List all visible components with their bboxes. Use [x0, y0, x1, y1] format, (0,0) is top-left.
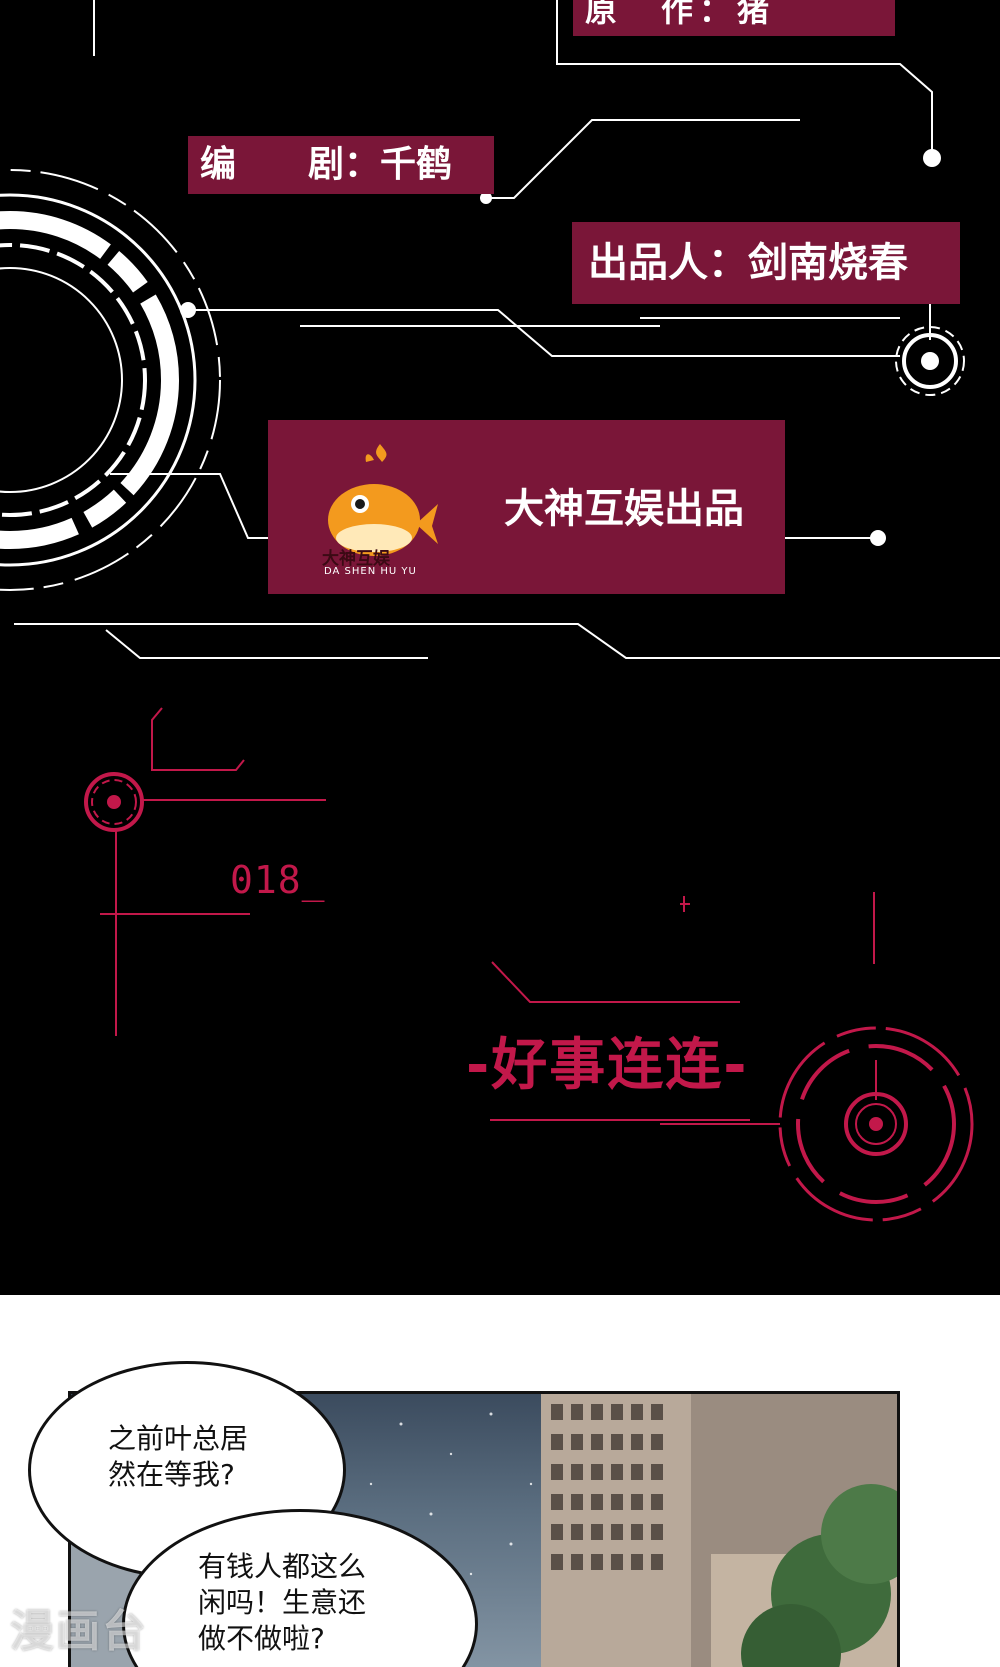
- logo-text-cn: 大神互娱: [322, 549, 390, 569]
- credit-writer: 编 剧：千鹤: [188, 136, 494, 194]
- whale-logo-icon: [328, 444, 438, 556]
- speech-bubble-2-text: 有钱人都这么 闲吗！生意还 做不做啦?: [198, 1550, 367, 1655]
- speech-bubble-1-text: 之前叶总居 然在等我?: [108, 1422, 249, 1491]
- comic-panel-section: 之前叶总居 然在等我? 有钱人都这么 闲吗！生意还 做不做啦? 漫画台: [0, 1295, 1000, 1667]
- credit-original-author: 原 作：猪: [573, 0, 895, 36]
- night-city-illustration: [71, 1394, 897, 1667]
- credit-original-label: 原 作：猪: [585, 0, 776, 29]
- watermark: 漫画台: [10, 1606, 148, 1657]
- tech-hud-decoration: [0, 0, 1000, 1222]
- studio-banner: 大神互娱 DA SHEN HU YU 大神互娱出品: [268, 420, 785, 594]
- credit-producer-label: 出品人：剑南烧春: [588, 240, 908, 286]
- studio-name: 大神互娱出品: [504, 486, 744, 532]
- credits-section: 原 作：猪 编 剧：千鹤 出品人：剑南烧春 大神互娱 DA SHEN HU YU…: [0, 0, 1000, 1222]
- chapter-number: 018_: [230, 858, 326, 902]
- credit-producer: 出品人：剑南烧春: [572, 222, 960, 304]
- chapter-title: -好事连连-: [466, 1033, 749, 1098]
- credit-writer-label: 编 剧：千鹤: [200, 144, 453, 185]
- logo-text-en: DA SHEN HU YU: [324, 566, 417, 577]
- comic-panel: [68, 1391, 900, 1667]
